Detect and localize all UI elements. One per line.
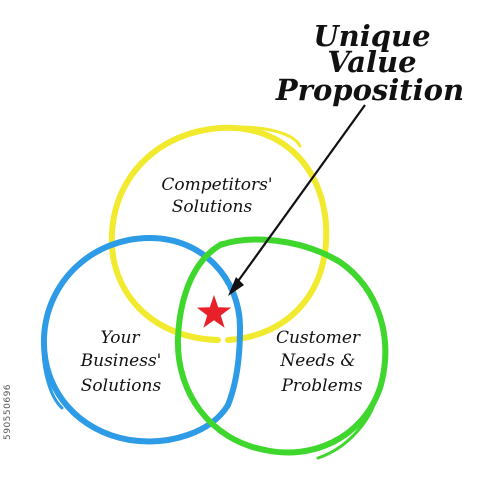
competitors-label-line-2: Solutions: [172, 197, 253, 217]
title-line-3: Proposition: [275, 73, 464, 107]
business-label-line-1: Your: [100, 328, 140, 348]
competitors-label-line-1: Competitors': [161, 175, 272, 195]
side-id-text: 590550696: [3, 383, 13, 441]
customer-label-line-2: Needs &: [279, 351, 355, 371]
customer-needs-circle: [174, 236, 389, 460]
customer-label-line-3: Problems: [280, 376, 362, 396]
business-label-line-2: Business': [80, 351, 162, 371]
center-star-icon: [196, 295, 232, 328]
business-solutions-label: Your Business' Solutions: [80, 328, 162, 396]
competitors-solutions-circle: [108, 124, 330, 343]
title-line-2: Value: [327, 45, 416, 79]
business-solutions-circle: [40, 234, 244, 445]
title-text: Unique Value Proposition: [275, 19, 464, 107]
title-line-1: Unique: [313, 19, 430, 53]
pointer-arrow: [228, 104, 366, 296]
competitors-solutions-label: Competitors' Solutions: [161, 175, 272, 217]
customer-label-line-1: Customer: [276, 328, 361, 348]
business-label-line-3: Solutions: [81, 376, 162, 396]
customer-needs-label: Customer Needs & Problems: [276, 328, 363, 396]
